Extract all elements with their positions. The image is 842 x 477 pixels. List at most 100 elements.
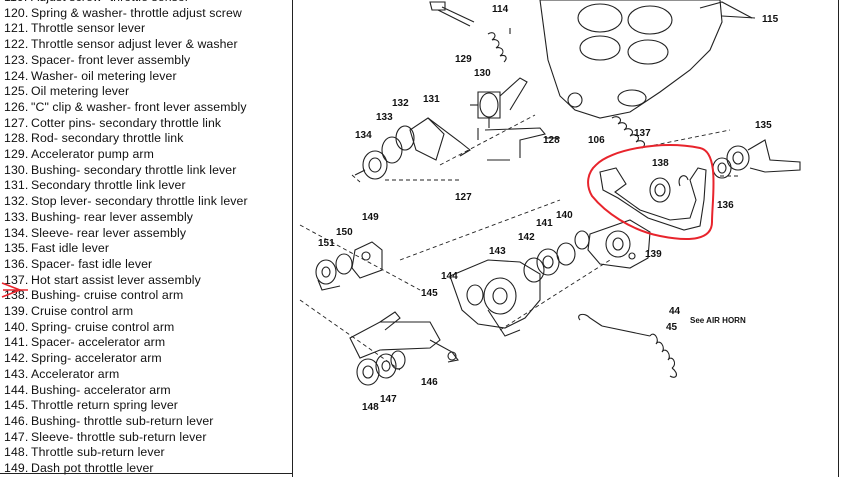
part-label-146: 146 [421,377,438,388]
red-arrow-icon [1,282,28,298]
legend-item-text: Bushing- rear lever assembly [31,209,194,224]
legend-item: 144.Bushing- accelerator arm [4,382,171,398]
legend-item: 130.Bushing- secondary throttle link lev… [4,162,236,178]
legend-item: 120.Spring & washer- throttle adjust scr… [4,5,242,21]
legend-item: 133.Bushing- rear lever assembly [4,209,193,225]
legend-item-text: Cotter pins- secondary throttle link [31,115,222,130]
legend-item-text: Throttle sensor lever [31,21,146,36]
secondary-throttle-rod [477,127,560,161]
screw-and-spring [429,1,511,63]
legend-item-text: Adjust screw- throttle sensor [31,0,189,4]
legend-item: 141.Spacer- accelerator arm [4,334,165,350]
legend-item-text: Spring & washer- throttle adjust screw [31,5,242,20]
legend-item: 121.Throttle sensor lever [4,20,145,36]
part-label-143: 143 [489,246,506,257]
legend-item: 128.Rod- secondary throttle link [4,130,183,146]
legend-item: 129.Accelerator pump arm [4,146,154,162]
legend-item-number: 145. [4,398,29,413]
legend-item-text: Oil metering lever [31,84,130,99]
legend-item: 138.Bushing- cruise control arm [4,287,183,303]
legend-item-number: 141. [4,335,29,350]
legend-item-number: 136. [4,256,29,271]
legend-item: 126."C" clip & washer- front lever assem… [4,99,247,115]
part-label-149: 149 [362,212,379,223]
part-label-130: 130 [474,68,491,79]
legend-item-number: 148. [4,445,29,460]
legend-item-number: 147. [4,429,29,444]
legend-item: 137.Hot start assist lever assembly [4,272,201,288]
legend-item-text: Accelerator pump arm [31,147,154,161]
accelerator-arm [449,259,541,337]
legend-item-text: Fast idle lever [31,241,110,256]
legend-item: 139.Cruise control arm [4,303,133,319]
highlight-circle [587,144,715,241]
part-label-136: 136 [717,200,734,211]
legend-item-text: Bushing- cruise control arm [31,288,184,303]
legend-item-text: Dash pot throttle lever [31,461,154,475]
legend-item-number: 131. [4,178,29,193]
carburetor-body [539,0,756,119]
part-label-148: 148 [362,402,379,413]
legend-item: 135.Fast idle lever [4,240,109,256]
legend-item-number: 126. [4,99,29,114]
legend-item-text: Throttle return spring lever [31,398,179,413]
legend-item: 149.Dash pot throttle lever [4,460,154,476]
legend-item-number: 135. [4,241,29,256]
legend-item: 122.Throttle sensor adjust lever & washe… [4,36,238,52]
legend-item-number: 130. [4,162,29,177]
legend-item: 142.Spring- accelerator arm [4,350,162,366]
throttle-return-lever [349,311,459,363]
legend-item: 127.Cotter pins- secondary throttle link [4,115,221,131]
rear-lever-assembly [354,117,471,180]
part-label-132: 132 [392,98,409,109]
panel-divider [292,0,293,477]
part-label-131: 131 [423,94,440,105]
legend-item: 146.Bushing- throttle sub-return lever [4,413,213,429]
part-label-129: 129 [455,54,472,65]
legend-item-text: Stop lever- secondary throttle link leve… [31,194,248,209]
legend-item-text: Washer- oil metering lever [31,68,177,83]
part-label-133: 133 [376,112,393,123]
part-label-127: 127 [455,192,472,203]
part-label-115: 115 [762,14,779,25]
sub-return-lever [356,350,406,386]
legend-item-number: 119. [4,0,31,5]
part-label-137: 137 [634,128,651,139]
legend-item: 124.Washer- oil metering lever [4,68,177,84]
legend-item: 132.Stop lever- secondary throttle link … [4,193,248,209]
legend-item-text: Throttle sub-return lever [31,445,165,460]
legend-item-text: Sleeve- rear lever assembly [31,225,187,240]
part-label-128: 128 [543,135,560,146]
dashpot-lever-assembly [315,241,383,291]
part-label-140: 140 [556,210,573,221]
accelerator-pump-lever [470,77,528,128]
legend-item: 145.Throttle return spring lever [4,397,178,413]
legend-item: 123.Spacer- front lever assembly [4,52,190,68]
legend-item-text: Hot start assist lever assembly [31,272,201,287]
fast-idle-lever [712,139,801,179]
legend-item-number: 123. [4,52,29,67]
legend-item-number: 132. [4,194,29,209]
part-label-138: 138 [652,158,669,169]
legend-item-number: 120. [4,5,29,20]
legend-item-text: Accelerator arm [31,366,120,381]
legend-item: 147.Sleeve- throttle sub-return lever [4,429,207,445]
legend-item-number: 122. [4,37,29,52]
exploded-parts-diagram: 1141151291301311321331341281271061371351… [299,0,801,413]
legend-item-text: Bushing- secondary throttle link lever [31,162,237,177]
part-label-114: 114 [492,4,509,15]
legend-item: 136.Spacer- fast idle lever [4,256,152,272]
return-spring-106 [611,116,645,149]
legend-item-text: Bushing- throttle sub-return lever [31,413,214,428]
legend-item-number: 127. [4,115,29,130]
part-label-145: 145 [421,288,438,299]
legend-item-text: Spacer- fast idle lever [31,256,153,271]
legend-item-number: 138. [4,288,29,303]
legend-item: 134.Sleeve- rear lever assembly [4,225,186,241]
legend-item-number: 137. [4,272,29,287]
part-label-151: 151 [318,238,335,249]
part-label-141: 141 [536,218,553,229]
legend-item-number: 129. [4,147,29,161]
part-label-106: 106 [588,135,605,146]
part-label-44: 44 [669,306,681,317]
